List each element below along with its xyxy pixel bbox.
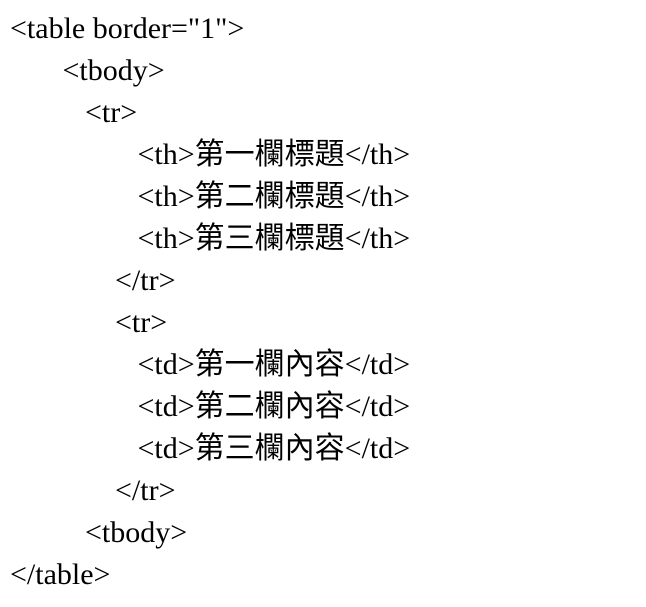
code-line-table-close: </table> — [10, 558, 111, 591]
code-line-tr-close-1: </tr> — [10, 264, 176, 297]
code-line-th-2: <th>第二欄標題</th> — [10, 180, 411, 213]
code-line-th-1: <th>第一欄標題</th> — [10, 138, 411, 171]
code-line-td-2: <td>第二欄內容</td> — [10, 390, 411, 423]
code-line-tbody-close: <tbody> — [10, 516, 188, 549]
code-line-table-open: <table border="1"> — [10, 12, 245, 45]
code-line-tr-open-1: <tr> — [10, 96, 138, 129]
code-line-tbody-open: <tbody> — [10, 54, 165, 87]
code-line-tr-close-2: </tr> — [10, 474, 176, 507]
code-line-td-3: <td>第三欄內容</td> — [10, 432, 411, 465]
code-line-tr-open-2: <tr> — [10, 306, 168, 339]
code-line-th-3: <th>第三欄標題</th> — [10, 222, 411, 255]
code-line-td-1: <td>第一欄內容</td> — [10, 348, 411, 381]
